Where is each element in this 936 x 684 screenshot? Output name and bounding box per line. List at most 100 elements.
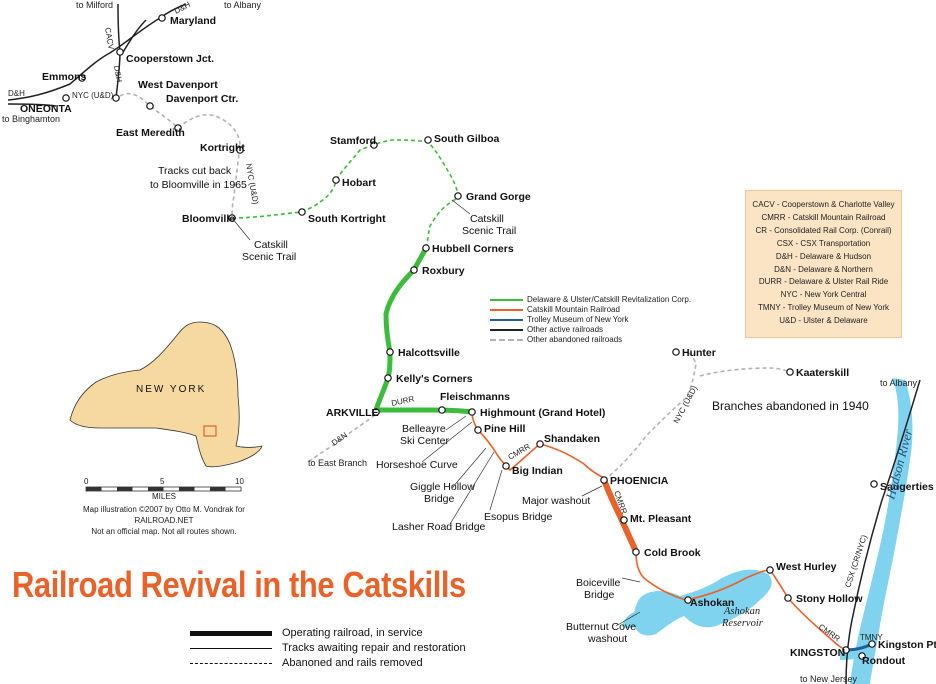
abbr-row: CACV - Cooperstown & Charlotte Valley (752, 200, 895, 209)
dh-main (7, 3, 187, 101)
note-to-east-branch: to East Branch (308, 458, 367, 468)
label-shandaken: Shandaken (544, 433, 600, 445)
station-oneonta-marker (62, 94, 70, 102)
label-cooperstown-jct: Cooperstown Jct. (126, 53, 214, 65)
label-maryland: Maryland (170, 15, 216, 27)
abbr-row: D&N - Delaware & Northern (774, 264, 873, 274)
reservoir-arm (622, 610, 650, 629)
note-belleayre-2: Ski Center (400, 435, 450, 447)
label-rondout: Rondout (862, 655, 906, 667)
abandoned-kaaterskill-branch (699, 367, 791, 377)
legend-label-operating: Operating railroad, in service (282, 627, 423, 639)
rr-cacv: CACV (103, 27, 116, 51)
label-south-gilboa: South Gilboa (434, 133, 499, 145)
label-cold-brook: Cold Brook (644, 547, 701, 559)
station-ashokan-marker (684, 596, 692, 604)
station-cooperstown-jct-marker (116, 48, 124, 56)
station-highmount-marker (468, 408, 476, 416)
abbr-row: NYC - New York Central (780, 290, 867, 300)
label-bloomville: Bloomville (182, 213, 235, 225)
station-kellys-corners-marker (384, 374, 392, 382)
station-saugerties-marker (870, 480, 878, 488)
note-boiceville-2: Bridge (584, 589, 615, 601)
note-trail-1b: Scenic Trail (242, 251, 296, 263)
key-row-active: Other active railroads (490, 325, 720, 335)
station-kortright-marker (236, 146, 244, 154)
note-to-milford: to Milford (76, 0, 113, 10)
station-stamford-marker (370, 141, 378, 149)
rr-cmrr-1: CMRR (507, 442, 532, 462)
label-kingston-pt: Kingston Pt. (878, 639, 936, 651)
station-davenport-ctr-marker (146, 102, 154, 110)
rr-nyc-ud: NYC (U&D) (72, 91, 114, 100)
key-row-abandoned: Other abandoned railroads (490, 335, 720, 345)
ny-state-shape (69, 321, 263, 468)
green-solid-south (372, 246, 473, 415)
cmrr-thick-phoenicia (601, 478, 639, 554)
label-west-davenport: West Davenport (138, 79, 218, 91)
status-legend: Operating railroad, in service Tracks aw… (190, 627, 490, 672)
label-south-kortright: South Kortright (308, 213, 386, 225)
abbr-row: DURR - Delaware & Ulster Rail Ride (758, 277, 889, 287)
station-hubbell-corners-marker (422, 244, 430, 252)
legend-swatch-thick (190, 631, 272, 636)
legend-swatch-thin (190, 648, 272, 649)
key-label-abandoned: Other abandoned railroads (527, 335, 623, 344)
station-hunter-marker (672, 348, 680, 356)
ashokan-reservoir (633, 569, 772, 636)
note-butternut-2: washout (587, 633, 627, 645)
label-phoenicia: PHOENICIA (610, 475, 669, 487)
note-giggle-1: Giggle Hollow (410, 481, 475, 493)
label-arkville: ARKVILLE (326, 407, 379, 419)
note-trail-2b: Scenic Trail (462, 225, 516, 237)
note-trail-1a: Catskill (254, 239, 288, 251)
key-swatch-abandoned (490, 339, 523, 341)
abbr-row: TMNY - Trolley Museum of New York (757, 303, 889, 313)
dulrc-lines (231, 139, 473, 415)
note-giggle-2: Bridge (424, 493, 455, 505)
legend-label-awaiting: Tracks awaiting repair and restoration (282, 642, 466, 654)
key-row-tmny: Trolley Museum of New York (490, 315, 720, 325)
station-cold-brook-marker (632, 548, 640, 556)
label-kellys-corners: Kelly's Corners (396, 373, 473, 385)
label-emmons: Emmons (42, 71, 87, 83)
label-hunter: Hunter (682, 347, 716, 359)
abbr-row: D&H - Delaware & Hudson (775, 251, 872, 261)
rr-dn: D&N (330, 430, 349, 447)
label-east-meredith: East Meredith (116, 127, 185, 139)
rr-durr: DURR (391, 394, 416, 408)
label-fleischmanns: Fleischmanns (440, 391, 510, 403)
csx (845, 379, 921, 684)
station-kingston-marker (842, 646, 850, 654)
scale-tick-0: 0 (84, 477, 89, 486)
green-dashed-north (231, 139, 459, 249)
note-to-new-jersey: to New Jersey (800, 674, 858, 684)
abandoned-hunter-branch (603, 351, 697, 481)
abbr-row: CMRR - Catskill Mountain Railroad (761, 212, 886, 222)
station-maryland-marker (158, 14, 166, 22)
abbreviations-box: CACV - Cooperstown & Charlotte Valley CM… (745, 190, 902, 338)
station-west-hurley-marker (766, 566, 774, 574)
station-east-meredith-marker (174, 124, 182, 132)
station-west-davenport-marker (112, 94, 120, 102)
station-south-gilboa-marker (424, 136, 432, 144)
ny-state-inset: NEW YORK 0 5 10 MILES (69, 321, 263, 501)
legend-row-operating: Operating railroad, in service (190, 627, 490, 642)
station-kaaterskill-marker (786, 368, 794, 376)
key-label-dulrc: Delaware & Ulster/Catskill Revitalizatio… (527, 295, 692, 304)
map-title: Railroad Revival in the Catskills (12, 564, 466, 605)
station-emmons-marker (78, 74, 86, 82)
label-oneonta: ONEONTA (20, 103, 72, 115)
stations (62, 14, 878, 660)
station-big-indian-marker (502, 462, 510, 470)
rr-dh-mid: D&H (112, 65, 124, 83)
station-rondout-marker (858, 652, 866, 660)
station-fleischmanns-marker (438, 406, 446, 414)
abbr-row: CR - Consolidated Rail Corp. (Conrail) (755, 225, 892, 235)
label-hubbell-corners: Hubbell Corners (432, 243, 514, 255)
rr-tmny: TMNY (860, 633, 883, 642)
label-mt-pleasant: Mt. Pleasant (630, 513, 692, 525)
label-kingston: KINGSTON (790, 647, 845, 659)
credit-line-2: Not an official map. Not all routes show… (91, 527, 237, 536)
label-halcottsville: Halcottsville (398, 347, 460, 359)
